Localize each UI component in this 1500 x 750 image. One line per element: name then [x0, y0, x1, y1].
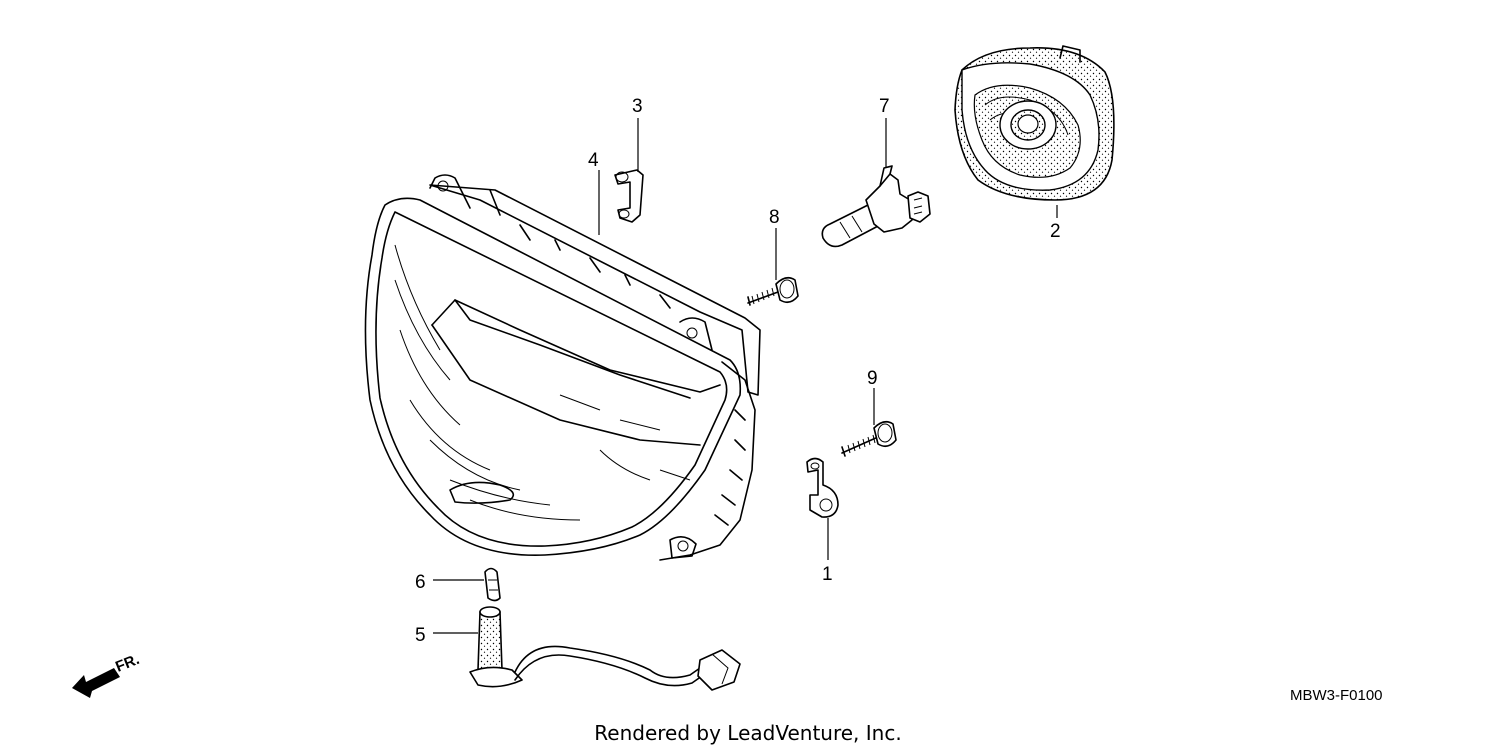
callout-8: 8: [769, 207, 780, 228]
callout-7: 7: [879, 96, 890, 117]
front-direction-marker: FR.: [72, 651, 142, 698]
callout-6: 6: [415, 572, 426, 593]
leader-lines: [433, 118, 1058, 634]
screw-9: [841, 420, 897, 457]
diagram-code: MBW3-F0100: [1290, 687, 1383, 704]
footer-credit: Rendered by LeadVenture, Inc.: [594, 721, 901, 745]
callout-9: 9: [867, 368, 878, 389]
headlight-assembly: [364, 174, 761, 561]
dust-cover: [954, 45, 1115, 201]
callout-1: 1: [822, 564, 833, 585]
callout-4: 4: [588, 150, 599, 171]
callout-3: 3: [632, 96, 643, 117]
callout-2: 2: [1050, 221, 1061, 242]
callout-5: 5: [415, 625, 426, 646]
headlight-bulb: [821, 165, 931, 248]
screw-8: [747, 276, 799, 306]
callout-numbers: 1 2 3 4 5 6 7 8 9: [415, 96, 1061, 646]
position-bulb: [484, 567, 501, 602]
socket-wire: [469, 606, 741, 691]
clamp-stay: [806, 457, 839, 518]
direction-label: FR.: [113, 651, 142, 676]
stay-bracket: [614, 169, 644, 223]
